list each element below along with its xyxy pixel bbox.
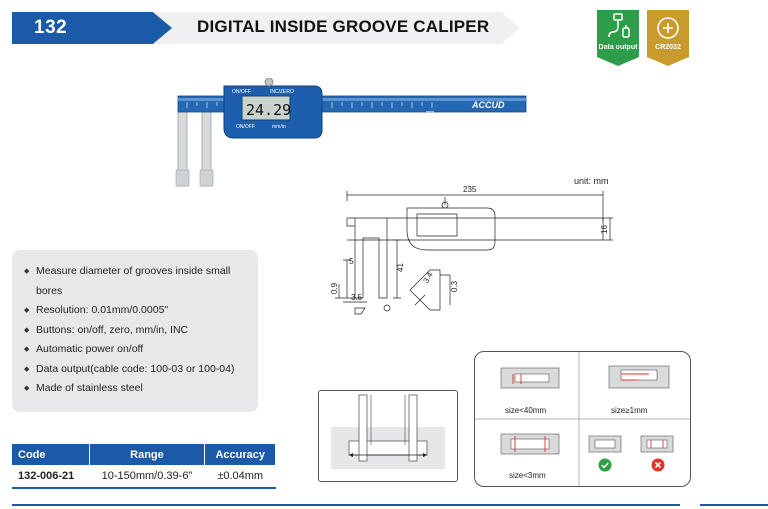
feature-item: Buttons: on/off, zero, mm/in, INC <box>24 321 254 341</box>
usage-grid-lines <box>475 352 690 486</box>
usage-panel-grid: size<40mm size≥1mm size<3mm <box>474 351 691 487</box>
caliper-photo: ACCUD 24.29 ON/OFF INC/ZERO ON/OFF mm/in… <box>175 78 527 187</box>
cell-code: 132-006-21 <box>12 465 90 489</box>
features-box: Measure diameter of grooves inside small… <box>12 250 258 412</box>
dim-5: 5 <box>349 257 354 266</box>
data-output-badge: Data output <box>597 10 639 66</box>
cell-accuracy: ±0.04mm <box>204 465 276 489</box>
dim-35: 3.5 <box>351 293 363 302</box>
cell-range: 10-150mm/0.39-6" <box>89 465 205 489</box>
feature-item: Measure diameter of grooves inside small… <box>24 262 254 301</box>
btn-label-top-right: INC/ZERO <box>270 89 294 95</box>
dim-16: 16 <box>600 225 609 234</box>
feature-item: Resolution: 0.01mm/0.0005" <box>24 301 254 321</box>
usb-cable-icon <box>608 13 630 38</box>
footer-rule-right <box>700 504 768 506</box>
page-title: DIGITAL INSIDE GROOVE CALIPER <box>197 17 490 36</box>
dim-03: 0.3 <box>450 280 459 292</box>
battery-icon <box>657 17 679 39</box>
col-range: Range <box>89 444 206 465</box>
col-accuracy: Accuracy <box>204 444 276 465</box>
features-list: Measure diameter of grooves inside small… <box>24 262 254 399</box>
table-row: 132-006-21 10-150mm/0.39-6" ±0.04mm <box>12 465 276 489</box>
usage-caption-2: size≥1mm <box>611 406 648 415</box>
battery-label: CR2032 <box>655 44 681 51</box>
cross-icon <box>651 458 665 472</box>
btn-label-bottom-right: mm/in <box>272 124 286 130</box>
battery-badge: CR2032 <box>647 10 689 66</box>
dim-34: 3.4 <box>421 270 435 285</box>
usage-caption-3: size<3mm <box>509 471 546 480</box>
feature-item: Automatic power on/off <box>24 340 254 360</box>
dim-09: 0.9 <box>330 282 339 294</box>
section-number: 132 <box>34 17 68 38</box>
lcd-screen <box>241 95 291 121</box>
scale-unit: mm <box>426 110 434 116</box>
section-number-tab: 132 <box>12 12 172 44</box>
usage-caption-1: size<40mm <box>505 406 547 415</box>
header-band <box>150 12 520 44</box>
lcd-readout: 24.29 <box>246 101 291 119</box>
technical-drawing: 235 16 41 5 0.9 3.5 3.4 0.3 <box>330 185 613 315</box>
feature-item: Data output(cable code: 100-03 or 100-04… <box>24 360 254 380</box>
footer-rule <box>12 504 680 506</box>
data-output-label: Data output <box>598 44 638 51</box>
dim-41: 41 <box>396 263 405 272</box>
brand-logo: ACCUD <box>471 100 505 110</box>
dim-235: 235 <box>463 185 477 194</box>
btn-label-bottom-left: ON/OFF <box>236 124 255 130</box>
unit-label: unit: mm <box>574 176 609 186</box>
btn-label-top-left: ON/OFF <box>232 89 251 95</box>
col-code: Code <box>12 444 90 465</box>
check-icon <box>598 458 612 472</box>
spec-table: Code Range Accuracy 132-006-21 10-150mm/… <box>12 444 276 489</box>
feature-item: Made of stainless steel <box>24 379 254 399</box>
spec-header-row: Code Range Accuracy <box>12 444 276 465</box>
groove-diagram <box>331 394 445 469</box>
groove-illustration <box>318 390 458 482</box>
